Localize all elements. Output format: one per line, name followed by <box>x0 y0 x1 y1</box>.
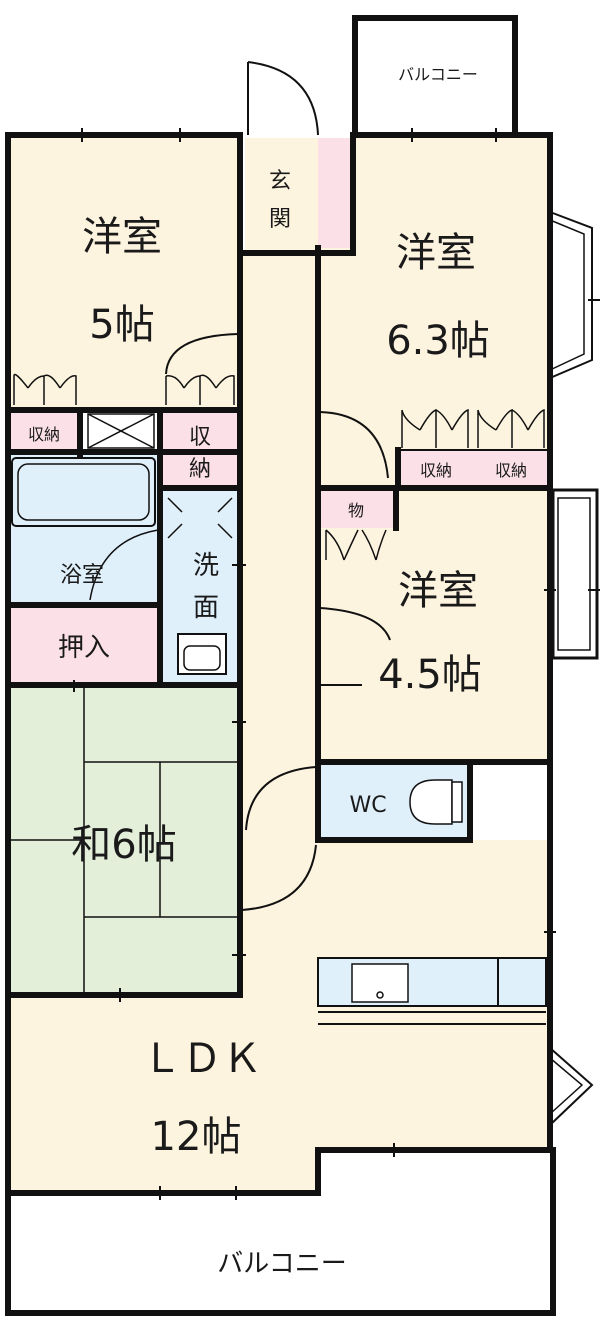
label-storage: 物 <box>348 501 364 520</box>
label-bath: 浴室 <box>60 563 104 588</box>
outer-wall <box>5 132 556 1316</box>
label-washroom-2: 面 <box>193 593 219 623</box>
label-entrance-1: 玄 <box>269 169 291 194</box>
label-closet-a: 収納 <box>28 425 60 444</box>
room-western-5-fill <box>10 138 240 413</box>
closet-a-fill <box>10 413 80 455</box>
sink-drain <box>376 991 384 999</box>
bay-window-top <box>549 211 593 379</box>
label-japanese: 和6帖 <box>71 822 176 868</box>
label-oshiire: 押入 <box>58 633 110 663</box>
label-balcony-top: バルコニー <box>398 65 478 84</box>
label-western-45-name: 洋室 <box>398 568 478 614</box>
folding-door-63 <box>401 408 545 448</box>
label-western-45-size: 4.5帖 <box>378 652 482 698</box>
door-western-5 <box>165 333 239 375</box>
bathtub <box>11 457 156 527</box>
door-entrance <box>247 61 319 136</box>
washbasin <box>177 633 227 675</box>
label-closet-b-2: 納 <box>189 457 211 482</box>
label-closet-d: 収納 <box>495 461 527 480</box>
toilet-bowl <box>409 779 453 825</box>
side-window-mid-inner <box>557 497 591 651</box>
room-western-45-fill <box>318 490 550 760</box>
label-ldk-name: ＬＤＫ <box>142 1036 262 1082</box>
door-63 <box>319 411 389 479</box>
entrance-step-fill <box>318 138 353 248</box>
closet-cross <box>87 413 155 449</box>
door-45 <box>319 607 391 686</box>
label-western-5-size: 5帖 <box>89 302 154 348</box>
room-ldk-fill <box>10 765 550 1193</box>
label-western-63-size: 6.3帖 <box>386 318 490 364</box>
balcony-top <box>352 15 518 138</box>
tatami-grid <box>10 685 240 995</box>
label-ldk-size: 12帖 <box>151 1114 242 1160</box>
bath-door-arc <box>89 529 159 601</box>
label-toilet: WC <box>349 793 386 818</box>
label-western-63-name: 洋室 <box>396 230 476 276</box>
entrance-fill <box>245 138 318 255</box>
folding-door-5 <box>13 373 235 405</box>
bay-window-top-inner <box>549 219 585 371</box>
window-ticks <box>73 128 600 1200</box>
door-japanese <box>241 844 317 911</box>
wall-toilet <box>315 759 473 843</box>
outer-wall-right <box>352 132 553 1153</box>
closet-c-fill <box>400 450 472 488</box>
hallway-fill <box>240 255 318 765</box>
toilet-tank <box>451 781 463 823</box>
label-washroom-1: 洗 <box>193 551 219 581</box>
label-balcony-bottom: バルコニー <box>217 1249 346 1279</box>
door-wc <box>245 766 317 831</box>
folding-door-storage <box>325 529 387 561</box>
bay-window-ldk <box>549 1047 594 1126</box>
storage-fill <box>318 490 396 528</box>
oshiire-fill <box>10 605 160 685</box>
washbasin-inner <box>183 645 221 671</box>
label-western-5-name: 洋室 <box>82 214 162 260</box>
washer-space <box>167 497 233 539</box>
bay-window-ldk-inner <box>549 1057 584 1115</box>
balcony-bottom <box>10 1193 550 1313</box>
label-closet-b-1: 収 <box>189 425 211 450</box>
bathtub-inner <box>17 463 150 521</box>
closet-d-fill <box>472 450 550 488</box>
label-closet-c: 収納 <box>420 461 452 480</box>
kitchen-sink <box>351 963 409 1003</box>
label-entrance-2: 関 <box>269 207 291 232</box>
